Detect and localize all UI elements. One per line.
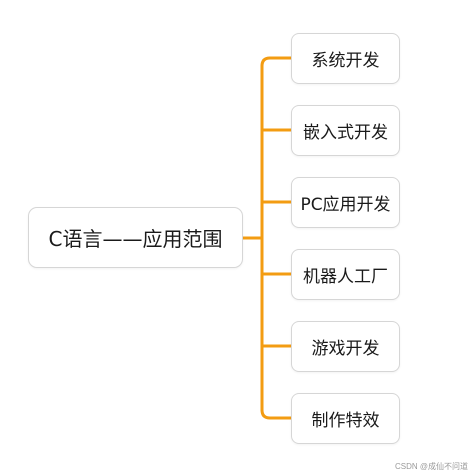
- child-node-embedded-dev[interactable]: 嵌入式开发: [291, 105, 400, 156]
- child-node-system-dev[interactable]: 系统开发: [291, 33, 400, 84]
- root-node-label: C语言——应用范围: [48, 227, 223, 251]
- branch-connector: [260, 408, 293, 420]
- watermark: CSDN @成仙不问道: [394, 462, 468, 471]
- child-node-label: PC应用开发: [300, 195, 391, 215]
- child-node-label: 嵌入式开发: [303, 123, 388, 143]
- child-node-game-dev[interactable]: 游戏开发: [291, 321, 400, 372]
- child-node-robot-factory[interactable]: 机器人工厂: [291, 249, 400, 300]
- child-node-label: 游戏开发: [311, 339, 380, 359]
- child-node-special-effects[interactable]: 制作特效: [291, 393, 400, 444]
- branch-connector: [260, 56, 293, 68]
- child-node-label: 制作特效: [311, 411, 380, 431]
- root-node[interactable]: C语言——应用范围: [28, 207, 243, 268]
- child-node-label: 系统开发: [311, 51, 380, 71]
- child-node-pc-app-dev[interactable]: PC应用开发: [291, 177, 400, 228]
- child-node-label: 机器人工厂: [303, 267, 388, 287]
